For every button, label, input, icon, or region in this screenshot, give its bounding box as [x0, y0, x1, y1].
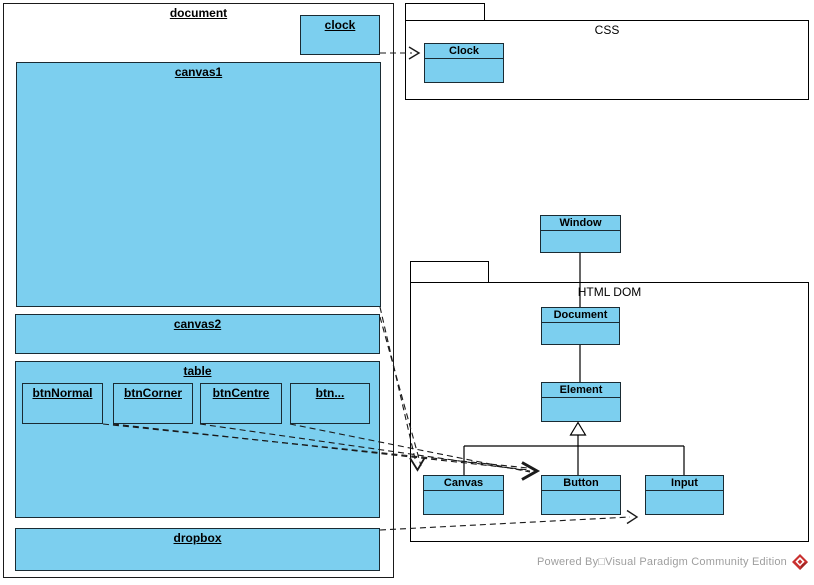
class-input-name: Input: [646, 476, 723, 491]
package-html-dom-label: HTML DOM: [577, 285, 642, 299]
object-btn-more-label: btn...: [315, 386, 345, 400]
class-document[interactable]: Document: [541, 307, 620, 345]
object-btn-normal-label: btnNormal: [32, 386, 93, 400]
object-canvas1[interactable]: canvas1: [16, 62, 381, 307]
package-html-dom-tab[interactable]: [410, 261, 489, 283]
object-btn-corner-label: btnCorner: [124, 386, 182, 400]
object-canvas2[interactable]: canvas2: [15, 314, 380, 354]
object-btn-centre-label: btnCentre: [212, 386, 270, 400]
object-btn-more[interactable]: btn...: [290, 383, 370, 424]
powered-by-branding: Powered By□Visual Paradigm Community Edi…: [537, 554, 808, 570]
object-table-label: table: [183, 364, 212, 378]
class-element[interactable]: Element: [541, 382, 621, 422]
object-btn-centre[interactable]: btnCentre: [200, 383, 282, 424]
package-css-label: CSS: [594, 23, 620, 37]
class-window[interactable]: Window: [540, 215, 621, 253]
object-dropbox[interactable]: dropbox: [15, 528, 380, 571]
class-clock-name: Clock: [425, 44, 503, 59]
class-window-name: Window: [541, 216, 620, 231]
object-canvas2-label: canvas2: [173, 317, 222, 331]
object-dropbox-label: dropbox: [173, 531, 222, 545]
package-css-tab[interactable]: [405, 3, 485, 21]
class-element-name: Element: [542, 383, 620, 398]
visual-paradigm-logo-icon: [792, 554, 808, 570]
class-button-name: Button: [542, 476, 620, 491]
object-document-label: document: [169, 6, 228, 20]
class-button[interactable]: Button: [541, 475, 621, 515]
class-input[interactable]: Input: [645, 475, 724, 515]
object-clock[interactable]: clock: [300, 15, 380, 55]
class-canvas[interactable]: Canvas: [423, 475, 504, 515]
class-document-name: Document: [542, 308, 619, 323]
object-btn-normal[interactable]: btnNormal: [22, 383, 103, 424]
class-canvas-name: Canvas: [424, 476, 503, 491]
powered-by-text: Powered By□Visual Paradigm Community Edi…: [536, 556, 787, 568]
object-clock-label: clock: [324, 18, 356, 32]
object-canvas1-label: canvas1: [174, 65, 223, 79]
class-clock[interactable]: Clock: [424, 43, 504, 83]
object-btn-corner[interactable]: btnCorner: [113, 383, 193, 424]
